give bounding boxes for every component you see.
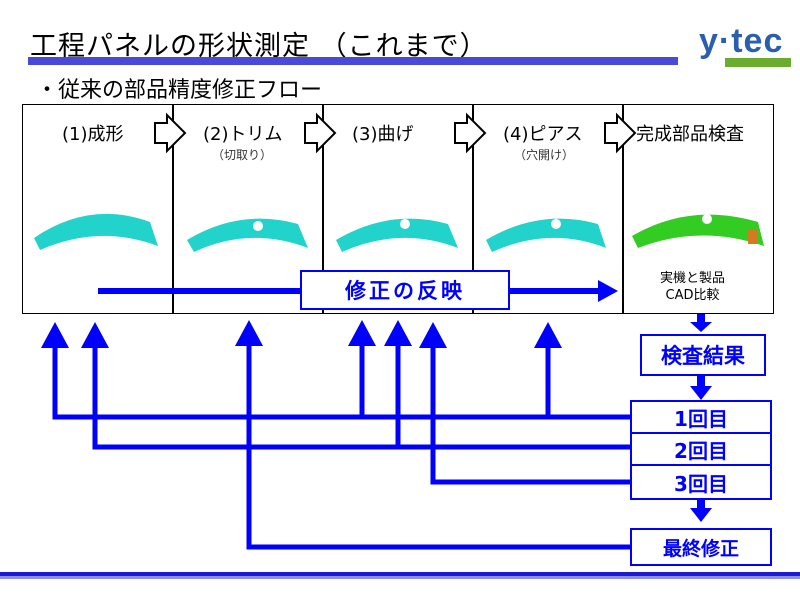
iteration-2-label: 2回目 [674,438,728,463]
part-image-1 [34,213,158,250]
logo-text: y·tec [699,22,784,60]
step-2-label: (2)トリム [203,124,283,145]
y-tec-logo: y·tec [699,22,791,68]
part-image-2 [187,218,308,252]
cell-divider-4 [472,104,622,314]
page-title: 工程パネルの形状測定 （これまで） [30,31,488,62]
inspection-note-line1: 実機と製品 [660,271,726,286]
arrowhead-step3-iter1 [348,320,376,346]
iteration-1-box: 1回目 [630,400,772,434]
down-arrows [690,314,712,522]
process-flow-frame [22,104,774,314]
step-5-label: 完成部品検査 [636,124,744,145]
part-images [34,213,764,252]
down-arrow-1 [690,314,712,332]
part-image-4 [486,218,606,252]
logo-underline [725,58,791,67]
step-arrow-3 [454,112,487,154]
final-correction-label: 最終修正 [662,537,739,560]
title-underline [28,57,678,65]
cell-divider-3 [322,104,472,314]
iteration-2-lines [92,345,630,450]
arrowhead-step1-iter1 [41,322,69,348]
step-4-sublabel: （穴開け） [514,148,575,162]
iteration-1-lines [52,345,630,420]
iteration-3-box: 3回目 [630,464,772,500]
inspection-result-box: 検査結果 [640,334,766,376]
inspection-note-line2: CAD比較 [665,288,720,303]
cell-divider-5 [622,104,774,314]
arrowhead-step4-iter1 [534,322,562,348]
feedback-label: 修正の反映 [345,279,465,303]
arrowhead-step3-iter3 [419,322,447,348]
cell-divider-2 [172,104,322,314]
step-arrow-4 [604,112,637,154]
inspection-result-label: 検査結果 [661,344,745,368]
up-arrowheads [41,320,562,348]
final-correction-box: 最終修正 [630,528,772,566]
part-image-3 [336,218,458,252]
footer-rule-shadow [0,576,800,579]
step-1-label: (1)成形 [62,124,124,145]
step-3-label: (3)曲げ [352,124,414,145]
feedback-label-box: 修正の反映 [300,270,510,310]
step-arrows [154,112,637,154]
step-4-label: (4)ピアス [503,124,583,145]
arrowhead-step3-iter2 [384,320,412,346]
down-arrow-2 [690,376,712,400]
step-arrow-2 [304,112,337,154]
inspection-note: 実機と製品 CAD比較 [660,270,725,304]
section-subtitle: ・従来の部品精度修正フロー [36,78,323,103]
iteration-3-lines [430,345,630,485]
step-2-sublabel: （切取り） [212,148,273,162]
iteration-3-label: 3回目 [674,471,728,496]
part-image-5 [632,214,764,248]
iteration-2-box: 2回目 [630,432,772,466]
iteration-1-label: 1回目 [674,406,728,431]
footer-rule [0,572,800,576]
arrowhead-step2-final [235,320,263,346]
arrowhead-step1-iter2 [81,322,109,348]
final-correction-lines [246,345,630,550]
step-arrow-1 [154,112,187,154]
down-arrow-3 [690,500,712,522]
